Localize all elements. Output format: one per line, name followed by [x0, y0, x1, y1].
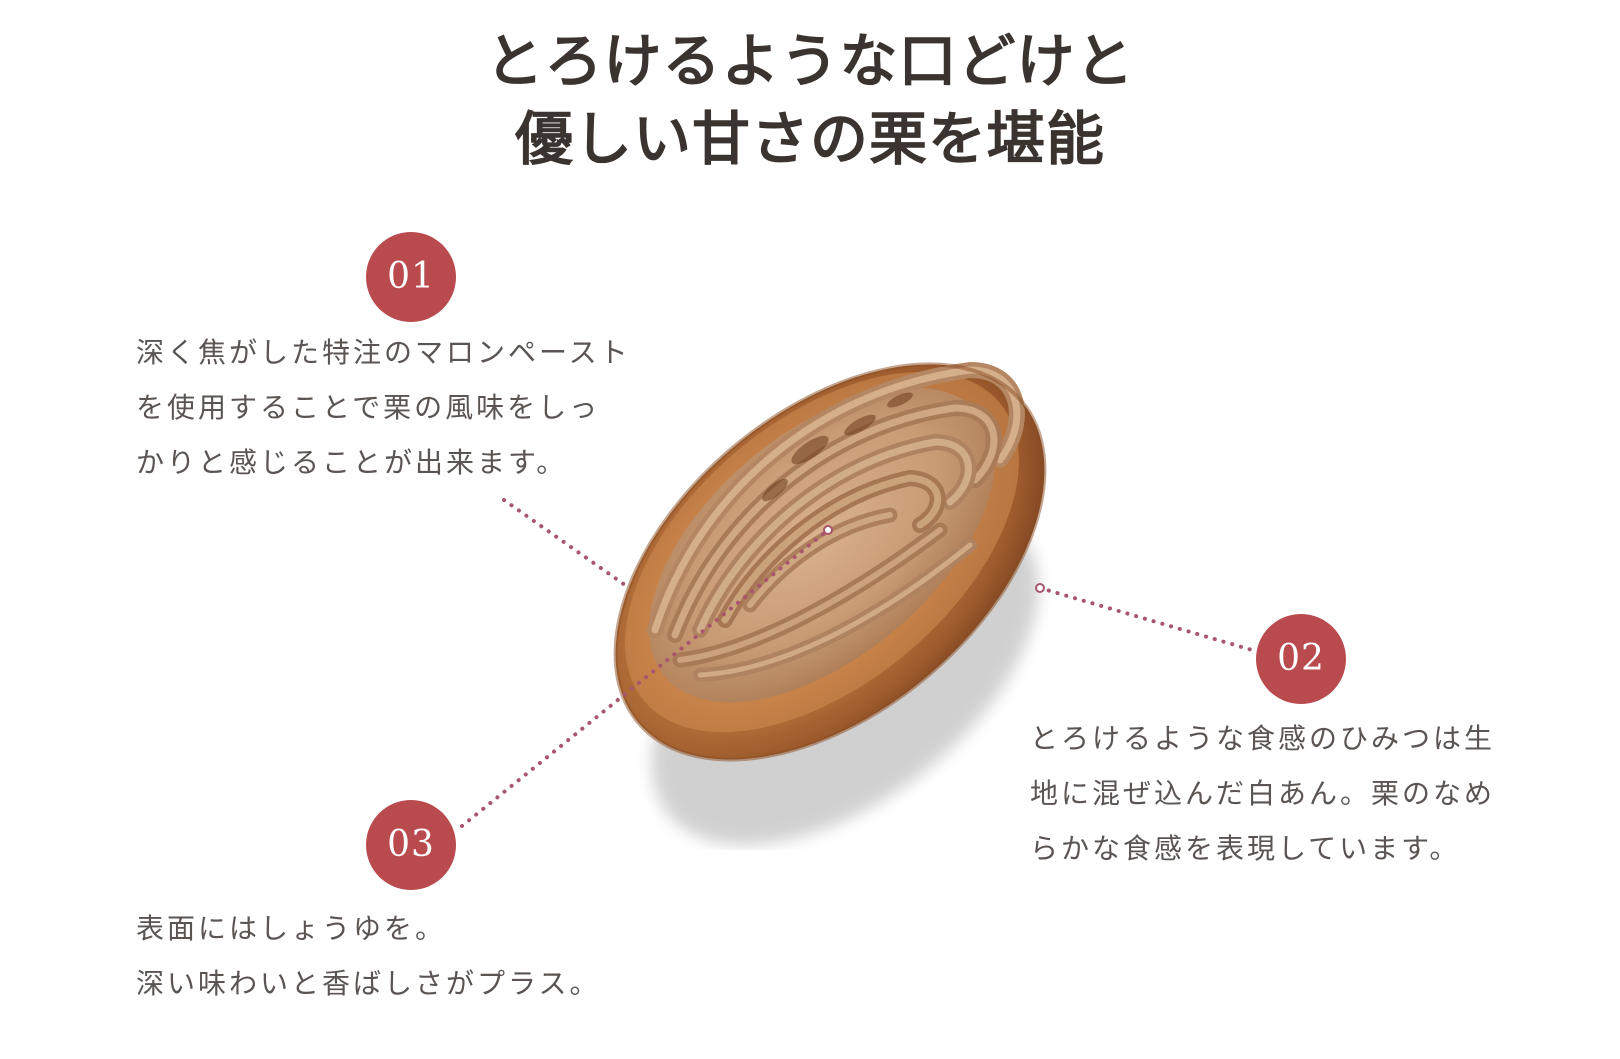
headline-line-2: 優しい甘さの栗を堪能 — [514, 105, 1105, 173]
point-description-02: とろけるような食感のひみつは生 地に混ぜ込んだ白あん。栗のなめ らかな食感を表現… — [1030, 711, 1495, 876]
point-badge-02: 02 — [1256, 614, 1346, 704]
point-description-03: 表面にはしょうゆを。 深い味わいと香ばしさがプラス。 — [136, 901, 600, 1011]
point-badge-03: 03 — [366, 800, 456, 890]
point-description-01: 深く焦がした特注のマロンペースト を使用することで栗の風味をしっ かりと感じるこ… — [136, 325, 631, 490]
point-01-line-2: を使用することで栗の風味をしっ — [136, 391, 601, 424]
headline-line-1: とろけるような口どけと — [485, 27, 1135, 95]
point-02-line-3: らかな食感を表現しています。 — [1030, 832, 1461, 865]
point-01-line-3: かりと感じることが出来ます。 — [136, 446, 568, 479]
point-03-line-1: 表面にはしょうゆを。 — [136, 912, 447, 945]
headline: とろけるような口どけと 優しい甘さの栗を堪能 — [0, 22, 1620, 178]
point-03-line-2: 深い味わいと香ばしさがプラス。 — [136, 967, 601, 1000]
point-badge-01: 01 — [366, 232, 456, 322]
point-02-line-2: 地に混ぜ込んだ白あん。栗のなめ — [1030, 777, 1496, 810]
chestnut-pastry-image — [613, 361, 1047, 845]
point-01-line-1: 深く焦がした特注のマロンペースト — [136, 336, 631, 369]
point-02-line-1: とろけるような食感のひみつは生 — [1030, 722, 1496, 755]
